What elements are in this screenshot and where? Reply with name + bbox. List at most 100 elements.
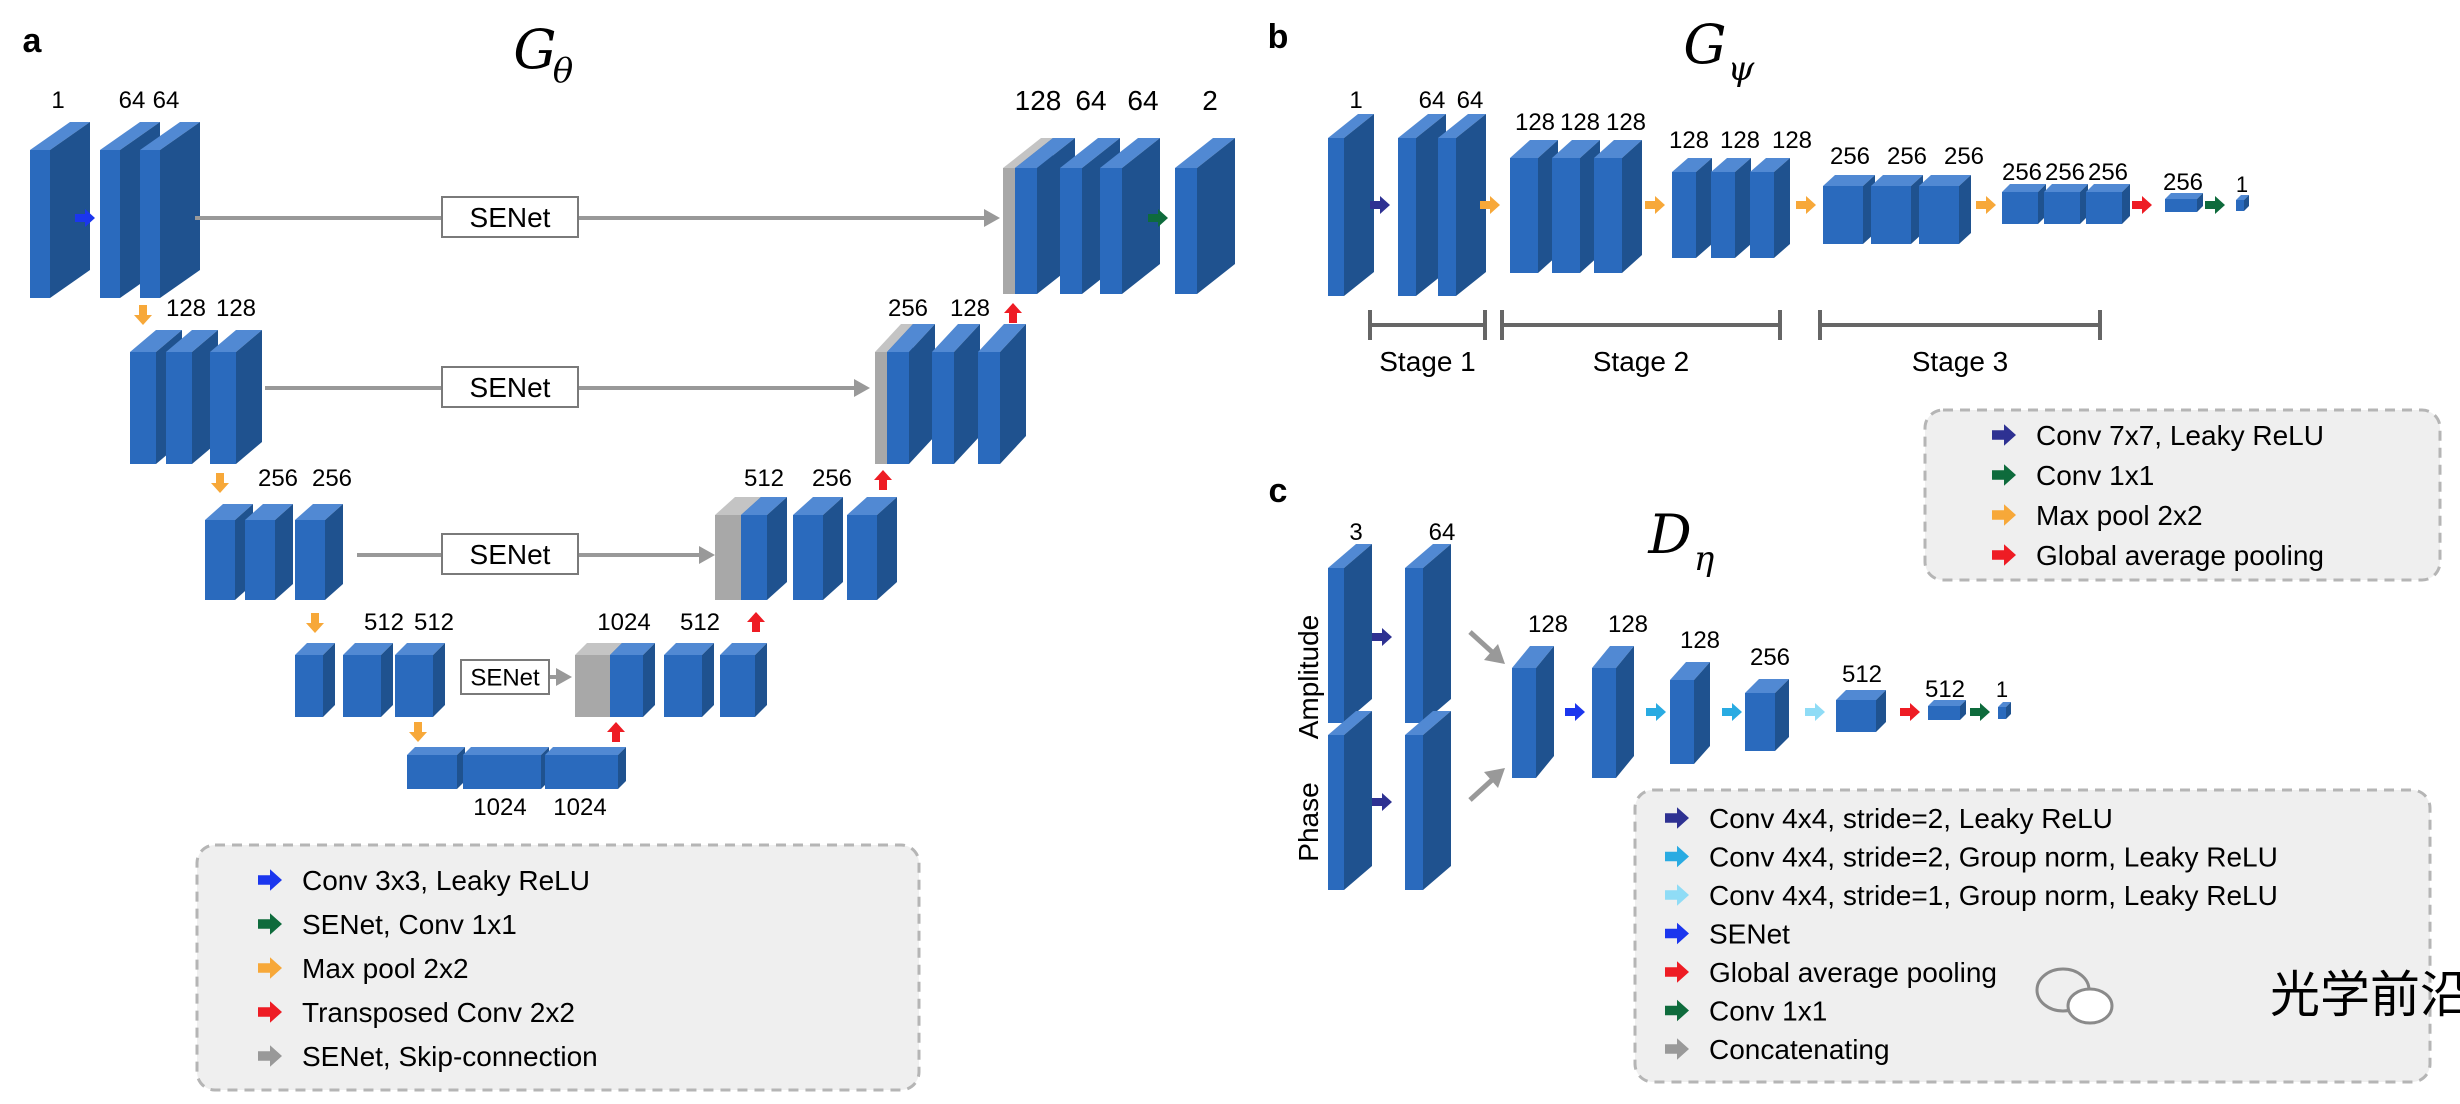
a-input-layer-front [30,150,50,298]
a-out-layer-front [1175,168,1197,294]
b-ch-s2b: 128 [1560,109,1600,136]
b-s1-layer-2-front [1438,138,1456,296]
c-legend-row-icon-1 [1665,845,1689,868]
a-dec1-layer-3-side [1122,138,1160,294]
b-s3-layer-4-top [2002,184,2046,192]
a-ch-d4b: 512 [680,609,720,636]
c-layer-5 [1745,679,1789,751]
a-dec1-layer-2-front [1060,168,1082,294]
b-s2-layer-3-side [1622,140,1642,273]
b-out-layer-front [2236,200,2244,211]
watermark-text: 光学前沿 [2270,967,2460,1023]
b-stage-label-2: Stage 3 [1912,346,2009,377]
b-ch-s1b: 64 [1457,87,1484,114]
c-layer-3-front [1592,668,1616,778]
a-dec2-layer-1-side [909,324,935,464]
c-layer-7-top [1928,700,1966,706]
b-s2-layer-5-top [1711,158,1751,172]
c-layer-2-front [1512,668,1536,778]
a-ch-bnb: 1024 [553,794,606,821]
b-s3-layer-6-side [2122,184,2130,224]
c-legend-row-label-0: Conv 4x4, stride=2, Leaky ReLU [1709,803,2113,834]
a-skip-4-head [556,668,572,686]
b-input-layer-side [1344,114,1374,296]
b-ch-s2f: 128 [1772,127,1812,154]
b-s3-layer-2-top [1871,175,1923,186]
panel-c-title: D [1647,503,1691,566]
a-dec3-layer-3-front [847,515,877,600]
b-s3-layer-6-front [2086,192,2122,224]
c-out-layer-front [1998,707,2006,719]
c-legend-row-label-2: Conv 4x4, stride=1, Group norm, Leaky Re… [1709,880,2278,911]
c-legend-row-icon-3 [1665,922,1689,945]
a-ch-e2a: 128 [166,295,206,322]
a-legend-row-label-2: Max pool 2x2 [302,953,469,984]
a-up-arrow-3 [747,612,765,632]
c-phase-input-layer-side [1344,711,1372,890]
c-legend-row-icon-4 [1665,961,1689,983]
a-conv-arrow-1 [75,209,95,227]
a-legend-row-icon-1 [258,913,282,935]
a-dec3-concat-top [715,497,761,515]
c-layer-4-front [1670,680,1694,764]
c-phase-input-layer-front [1328,735,1344,890]
a-senet-3-box [441,533,579,575]
a-enc1-layer-1-top [100,122,160,150]
b-ch-s3f: 256 [2088,159,2128,186]
a-skip-2-head [854,379,870,397]
c-input-phase: Phase [1293,782,1324,861]
a-ch-e3b: 256 [312,465,352,492]
c-legend-row-label-1: Conv 4x4, stride=2, Group norm, Leaky Re… [1709,842,2278,873]
c-amp-conv-layer-front [1405,568,1423,723]
b-s3-layer-1-top [1823,175,1875,186]
c-layer-6-top [1836,690,1886,700]
a-enc2-layer-3 [210,330,262,464]
a-dec3-layer-2-front [793,515,823,600]
b-ch-s2e: 128 [1720,127,1760,154]
a-skip-1-head [984,209,1000,227]
panel-b-label: b [1268,18,1289,56]
c-layer-7-side [1960,700,1966,720]
b-s1-layer-2-top [1438,114,1486,138]
b-s2-layer-1-front [1510,158,1538,273]
b-out-layer-side [2244,195,2249,211]
a-dec1-layer-1-front [1015,168,1037,294]
a-enc3-layer-2 [245,504,293,600]
a-dec4-concat-top [575,643,622,655]
a-ch-e1a: 64 [119,87,146,114]
b-ch-gap: 256 [2163,169,2203,196]
c-ch-c1: 64 [1429,519,1456,546]
b-s2-layer-3 [1594,140,1642,273]
a-skip-3-head [699,546,715,564]
b-ch-s2d: 128 [1669,127,1709,154]
a-ch-d4a: 1024 [597,609,650,636]
a-enc4-layer-3-top [395,643,445,655]
a-input-layer-side [50,122,90,298]
a-bottleneck-2-front [463,755,541,789]
a-dec1-concat-top [1003,138,1053,168]
a-enc4-layer-3-side [433,643,445,717]
a-up-arrow-2 [874,470,892,490]
a-bottleneck-2 [463,747,549,789]
b-pool-arrow-3 [1796,196,1816,214]
a-pool-arrow-1 [134,305,152,325]
b-ch-s3b: 256 [1887,143,1927,170]
b-gap-layer-front [2165,199,2197,212]
a-enc1-layer-2 [140,122,200,298]
a-dec3-layer-1 [741,497,787,600]
c-layer-7 [1928,700,1966,720]
c-phase-conv-layer [1405,711,1451,890]
a-input-layer [30,122,90,298]
b-s1-layer-2-side [1456,114,1486,296]
c-amp-conv-layer [1405,544,1451,723]
a-dec3-layer-2-side [823,497,843,600]
a-dec2-layer-3 [978,324,1026,464]
c-senet-arrow [1565,703,1585,721]
b-s3-layer-3-top [1919,175,1971,186]
a-bottleneck-3 [545,747,626,789]
b-legend-row-icon-0 [1992,424,2016,446]
watermark-icon [2035,967,2114,1025]
c-phase-conv-layer-side [1423,711,1451,890]
a-senet-2-label: SENet [470,372,551,403]
a-dec4-layer-2-side [702,643,714,717]
